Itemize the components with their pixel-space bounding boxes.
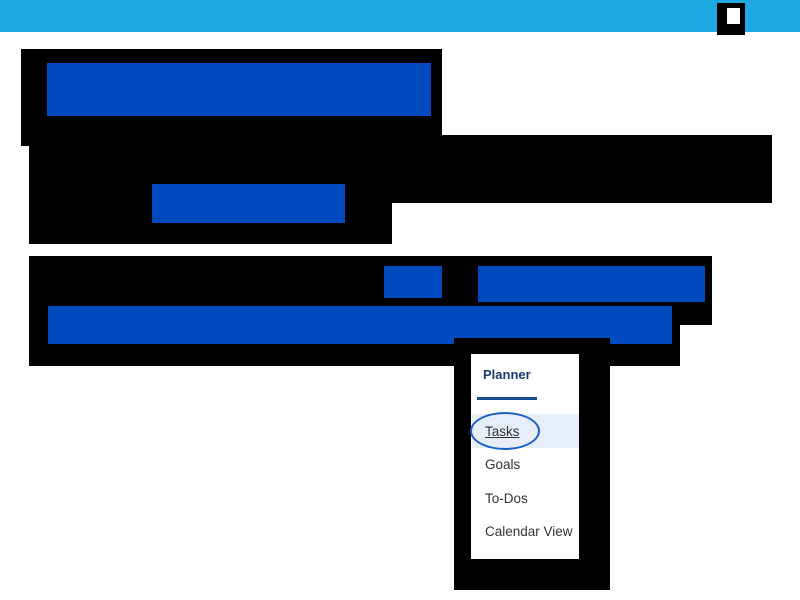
menu-item-to-dos[interactable]: To-Dos <box>472 481 579 515</box>
menu-item-label: Tasks <box>485 423 520 439</box>
square-icon-inner <box>727 8 740 24</box>
menu-item-label: Goals <box>485 456 521 472</box>
menu-item-label: To-Dos <box>485 490 528 506</box>
menu-item-calendar-view[interactable]: Calendar View <box>472 514 579 548</box>
planner-dropdown-menu <box>471 354 579 559</box>
menu-item-label: Calendar View <box>485 523 573 539</box>
planner-title-underline <box>477 397 537 400</box>
redacted-highlight-4 <box>478 266 705 302</box>
redacted-highlight-2 <box>152 184 345 223</box>
top-bar <box>0 0 800 32</box>
redacted-block-2 <box>29 135 772 203</box>
menu-item-tasks[interactable]: Tasks <box>472 414 579 448</box>
planner-menu-title[interactable]: Planner <box>483 367 531 382</box>
redacted-highlight-3 <box>384 266 442 298</box>
redacted-highlight-5 <box>48 306 672 344</box>
redacted-highlight-1 <box>47 63 431 116</box>
menu-item-goals[interactable]: Goals <box>472 447 579 481</box>
